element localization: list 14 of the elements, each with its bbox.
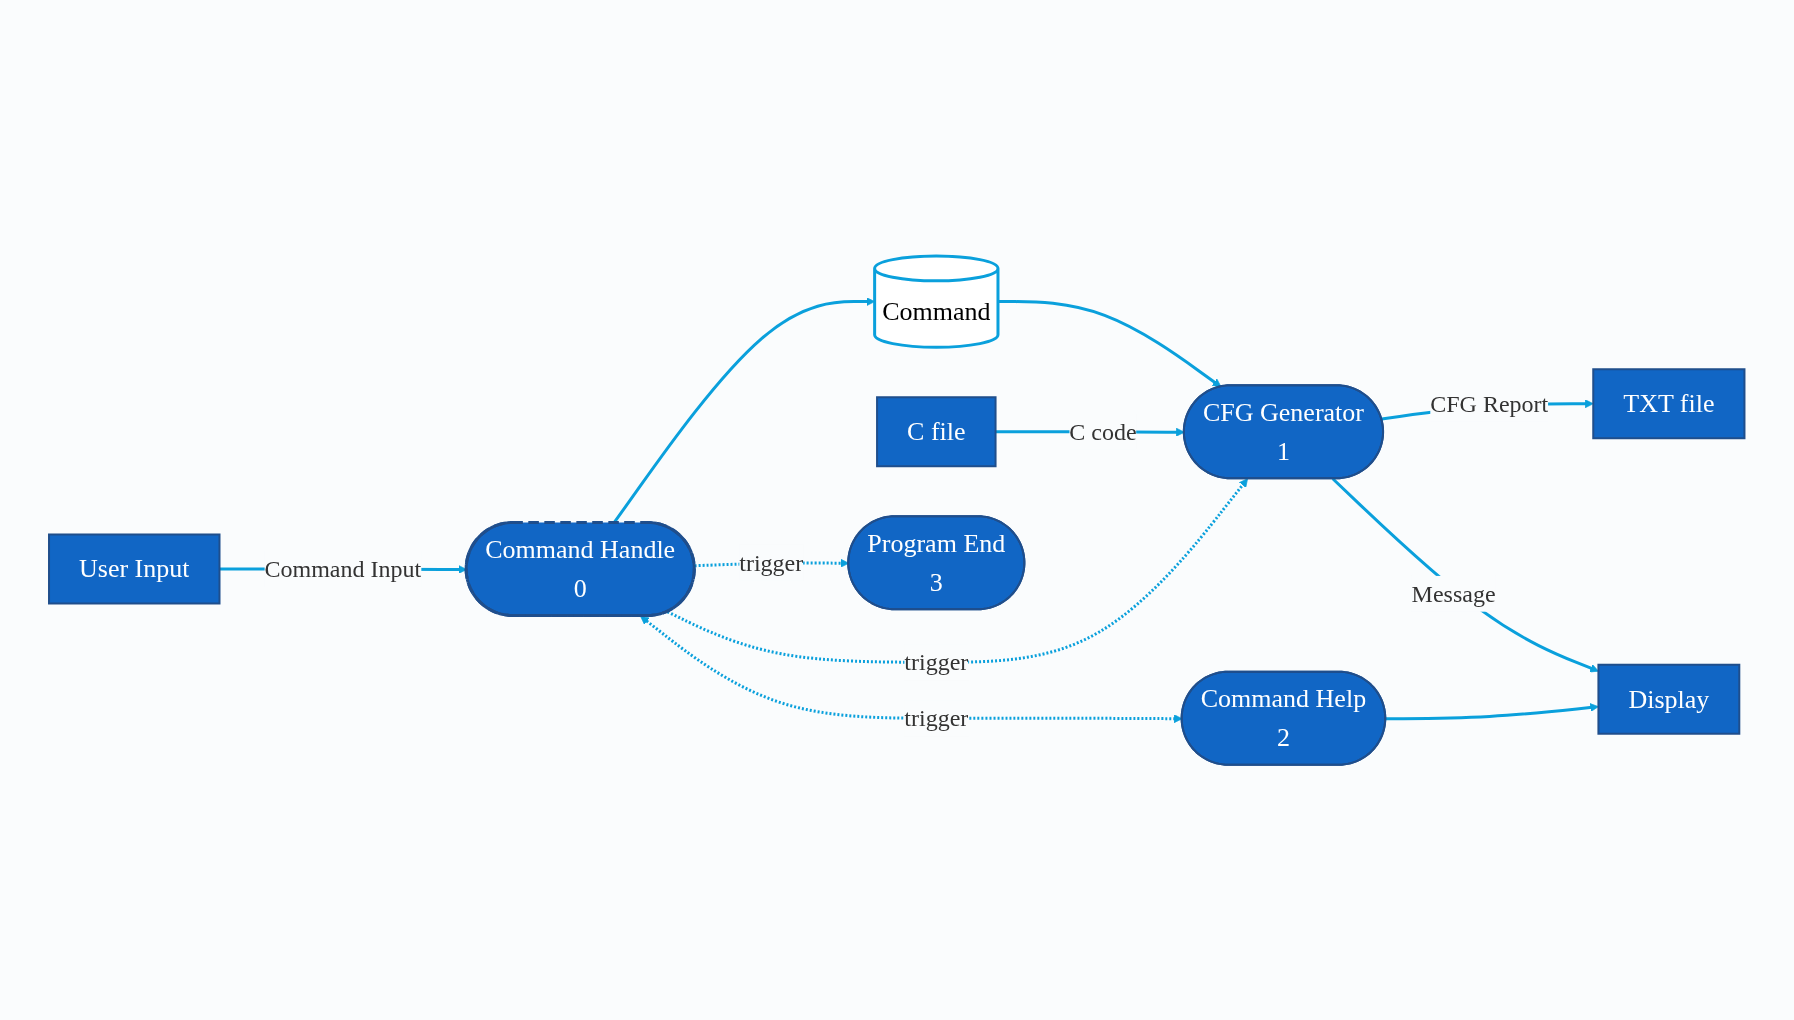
edge-label: trigger: [904, 648, 969, 675]
edge-label: Message: [1411, 580, 1496, 607]
arrow: [640, 615, 1183, 723]
edge-label: Command Input: [264, 555, 422, 582]
edge-label: trigger: [739, 549, 804, 576]
node-box: TXT file: [1592, 367, 1746, 439]
node-box: C file: [876, 395, 997, 467]
edge-label: trigger: [904, 704, 969, 731]
edge-label: C code: [1069, 418, 1137, 445]
node-box: Display: [1597, 663, 1741, 735]
node-box: User Input: [48, 533, 221, 605]
arrow: [667, 477, 1249, 664]
edge-label: CFG Report: [1430, 390, 1549, 417]
arrow: [998, 299, 1222, 387]
